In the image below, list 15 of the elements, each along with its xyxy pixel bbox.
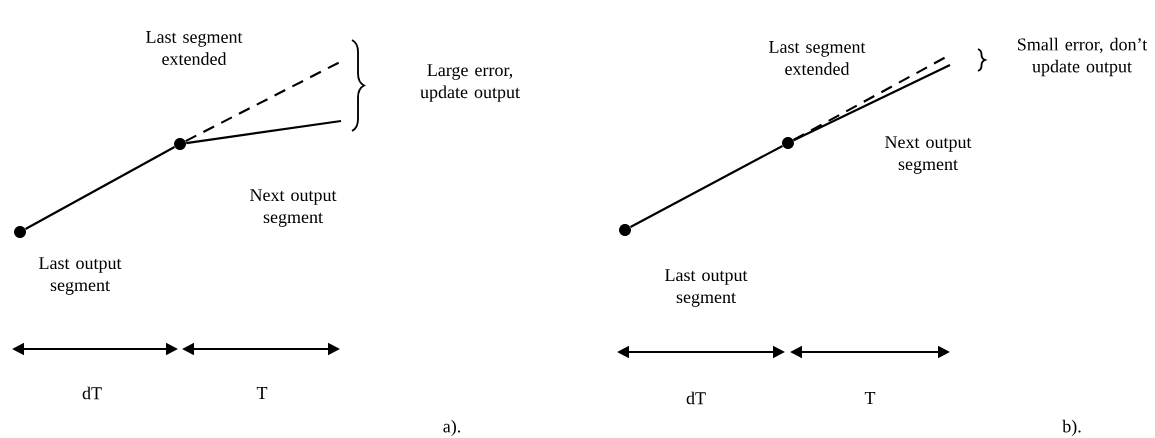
line-label: Last segment extended <box>146 31 243 65</box>
dimension-label: dT <box>686 391 706 405</box>
panel-label: b). <box>1062 419 1081 437</box>
line-segment <box>630 145 783 228</box>
dimension-label: dT <box>82 386 102 400</box>
dashed-line <box>185 61 341 143</box>
line-label: Next output segment <box>250 189 337 227</box>
dimension-label: T <box>864 392 876 404</box>
dimension-label: T <box>256 387 268 399</box>
line-segment <box>25 146 176 230</box>
line-label: Next output segment <box>885 136 972 174</box>
panel-label: a). <box>443 419 461 437</box>
error-note: Small error, don’t update output <box>1018 37 1148 77</box>
line-segment <box>186 119 342 145</box>
error-note: Large error, update output <box>420 64 520 102</box>
